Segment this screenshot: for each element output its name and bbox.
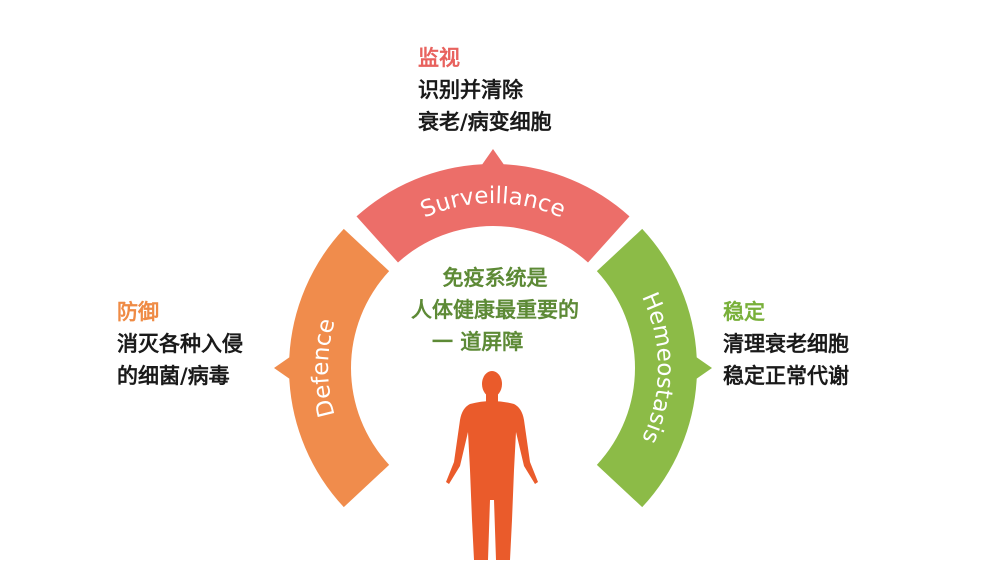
surveillance-line-1: 识别并清除 bbox=[418, 78, 523, 102]
human-body-icon bbox=[446, 371, 538, 560]
hemeostasis-arc bbox=[596, 228, 712, 508]
defence-title: 防御 bbox=[117, 300, 159, 324]
center-line-1: 免疫系统是 bbox=[442, 266, 548, 290]
defence-description: 防御 消灭各种入侵 的细菌/病毒 bbox=[117, 296, 243, 392]
hemeostasis-title: 稳定 bbox=[723, 300, 765, 324]
hemeostasis-line-2: 稳定正常代谢 bbox=[723, 364, 849, 388]
center-line-3: 一 道屏障 bbox=[432, 330, 524, 354]
surveillance-description: 监视 识别并清除 衰老/病变细胞 bbox=[418, 42, 552, 138]
defence-arc bbox=[274, 228, 390, 508]
surveillance-title: 监视 bbox=[418, 46, 460, 70]
surveillance-arc bbox=[356, 149, 630, 263]
hemeostasis-line-1: 清理衰老细胞 bbox=[723, 332, 849, 356]
defence-line-2: 的细菌/病毒 bbox=[117, 364, 230, 388]
defence-line-1: 消灭各种入侵 bbox=[117, 332, 243, 356]
hemeostasis-description: 稳定 清理衰老细胞 稳定正常代谢 bbox=[723, 296, 849, 392]
center-statement: 免疫系统是 人体健康最重要的 一 道屏障 bbox=[380, 262, 610, 358]
surveillance-line-2: 衰老/病变细胞 bbox=[418, 110, 552, 134]
center-line-2: 人体健康最重要的 bbox=[411, 298, 579, 322]
